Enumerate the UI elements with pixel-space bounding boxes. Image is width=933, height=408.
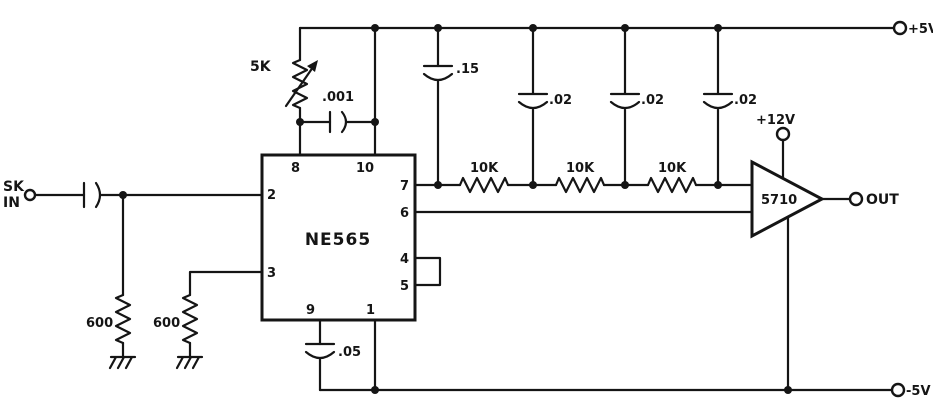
comparator-negative-supply-wire <box>784 215 792 394</box>
input-terminal <box>23 188 37 202</box>
minus5v-terminal <box>890 382 906 398</box>
resistor-600-2: 600 <box>153 270 264 370</box>
pin-7-label: 7 <box>400 179 409 194</box>
pin4-pin5-jumper <box>413 256 442 287</box>
pin-4-label: 4 <box>400 252 409 267</box>
input-label-line2: IN <box>3 195 20 211</box>
capacitor-001: .001 <box>296 90 379 134</box>
plus5v-label: +5V <box>908 22 933 37</box>
resistor-600-1: 600 <box>86 193 137 370</box>
coupling-capacitor-icon <box>82 181 102 209</box>
resistor-10k-3: 10K <box>646 161 698 194</box>
resistor-10k-3-label: 10K <box>658 161 687 176</box>
capacitor-05-label: .05 <box>338 345 361 360</box>
pin-2-label: 2 <box>267 188 276 203</box>
output-terminal <box>848 191 864 207</box>
capacitor-02-2: .02 <box>609 24 664 189</box>
pin1-wire <box>371 318 379 394</box>
ladder-filter: 10K 10K 10K .02 .02 .02 <box>413 24 757 194</box>
ground-symbol-1 <box>108 355 137 370</box>
resistor-10k-2: 10K <box>554 161 606 194</box>
input-label-line1: SK <box>3 179 25 195</box>
minus5v-label: -5V <box>906 384 931 399</box>
capacitor-015-label: .15 <box>456 62 479 77</box>
capacitor-02-3-label: .02 <box>734 93 757 108</box>
plus12v-supply: +12V <box>756 113 795 180</box>
potentiometer-5k: 5K <box>250 26 318 157</box>
pin-9-label: 9 <box>306 303 315 318</box>
resistor-600-1-label: 600 <box>86 316 113 331</box>
capacitor-02-2-label: .02 <box>641 93 664 108</box>
resistor-10k-1-label: 10K <box>470 161 499 176</box>
pin-8-label: 8 <box>291 161 300 176</box>
pin-3-label: 3 <box>267 266 276 281</box>
plus5v-terminal <box>892 20 908 36</box>
negative-supply-rail: -5V <box>318 382 931 399</box>
capacitor-02-1-label: .02 <box>549 93 572 108</box>
plus12v-label: +12V <box>756 113 795 128</box>
pot-5k-label: 5K <box>250 59 272 75</box>
pin-10-label: 10 <box>356 161 374 176</box>
output-label: OUT <box>866 192 899 208</box>
capacitor-02-3: .02 <box>702 24 757 189</box>
pin10-wire <box>371 24 379 157</box>
comparator-5710: 5710 +12V OUT <box>750 113 899 394</box>
pin-1-label: 1 <box>366 303 375 318</box>
ne565-label: NE565 <box>305 230 371 250</box>
capacitor-02-1: .02 <box>517 24 572 189</box>
ground-symbol-2 <box>175 355 204 370</box>
resistor-600-2-label: 600 <box>153 316 180 331</box>
signal-input: SK IN <box>3 179 264 211</box>
comparator-output: OUT <box>820 191 899 208</box>
ne565-ic: NE565 8 10 2 3 7 6 4 5 9 1 <box>260 153 417 322</box>
pin-6-label: 6 <box>400 206 409 221</box>
capacitor-05: .05 <box>304 318 361 392</box>
capacitor-001-label: .001 <box>322 90 354 105</box>
resistor-10k-2-label: 10K <box>566 161 595 176</box>
plus12v-terminal <box>775 126 791 142</box>
pin-5-label: 5 <box>400 279 409 294</box>
resistor-10k-1: 10K <box>458 161 510 194</box>
positive-supply-rail: +5V <box>298 20 933 37</box>
pot-arrow-icon <box>307 60 318 72</box>
comparator-label: 5710 <box>761 193 797 208</box>
